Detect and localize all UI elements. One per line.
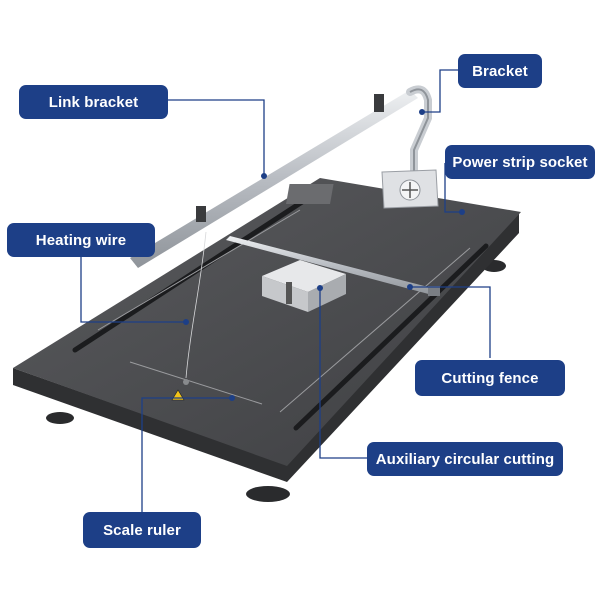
board-top [13,178,521,466]
callout-auxiliary-circular-cutting: Auxiliary circular cutting [367,442,563,476]
callout-cutting-fence: Cutting fence [415,360,565,396]
leader-auxiliary [319,288,367,459]
leader-bracket [422,69,458,113]
scale-ruler-marks [97,209,471,413]
leader-dots [183,109,465,401]
board-side [13,213,519,482]
callout-bracket: Bracket [458,54,542,88]
heating-wire-line [185,231,207,379]
leader-cutting-fence [410,286,491,358]
callout-heating-wire: Heating wire [7,223,155,257]
auxiliary-circular-cutting-block [262,260,346,312]
bracket-post [381,85,439,209]
leader-link-bracket [168,99,265,176]
callout-link-bracket: Link bracket [19,85,168,119]
link-bracket-arm [130,90,418,268]
cutting-fence-bar [226,236,440,296]
info-plate [286,184,334,204]
rubber-feet [46,260,506,502]
leader-scale-ruler [141,397,232,514]
callout-scale-ruler: Scale ruler [83,512,201,548]
leader-power-strip [444,163,462,213]
leader-heating-wire [80,248,186,323]
callout-power-strip-socket: Power strip socket [445,145,595,179]
